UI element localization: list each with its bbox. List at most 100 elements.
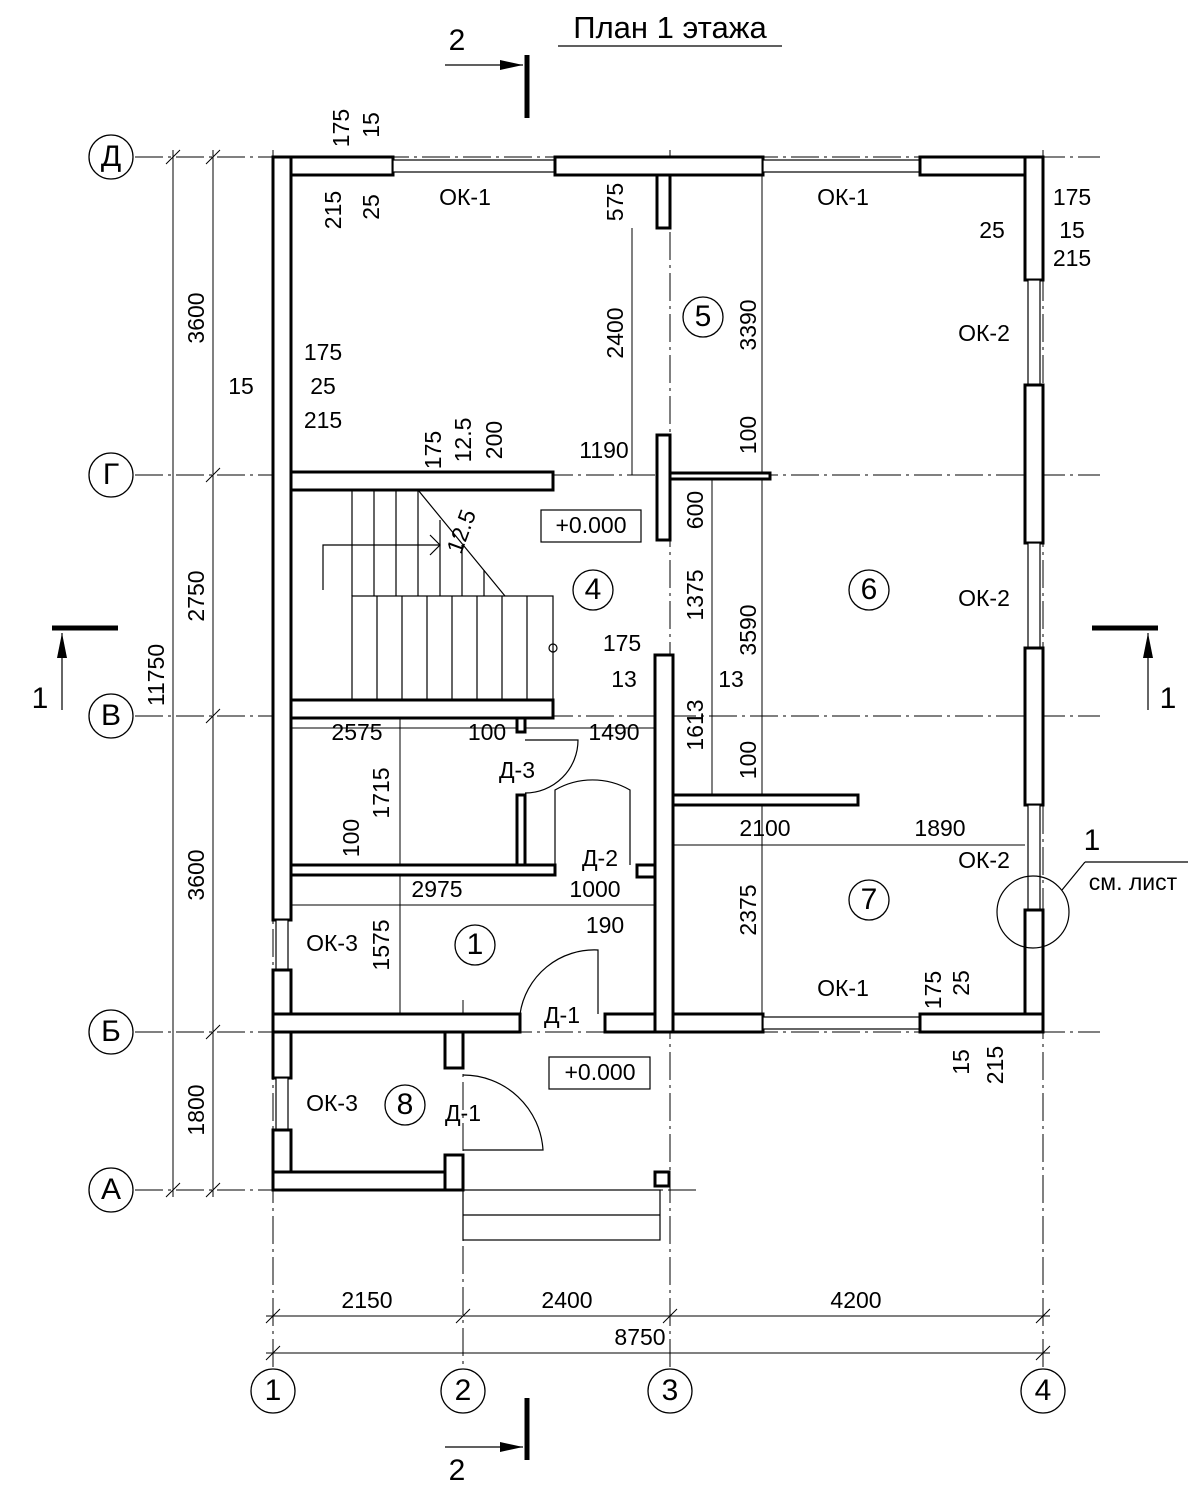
label-text: ОК-2 [958, 320, 1010, 346]
label-text: 2400 [602, 307, 628, 358]
label-text: 1715 [368, 767, 394, 818]
label-text: 1 [1084, 824, 1101, 857]
label-text: Г [103, 458, 119, 491]
label-text: 25 [948, 970, 974, 996]
plan-title: План 1 этажа [573, 10, 767, 45]
label-text: 3390 [735, 299, 761, 350]
label-text: 215 [320, 191, 346, 229]
label-text: 13 [611, 666, 637, 692]
label-text: 100 [735, 741, 761, 779]
label-text: 15 [228, 373, 254, 399]
label-text: 175 [603, 630, 641, 656]
room-numbers: 1 4 5 6 7 8 [384, 296, 890, 1126]
label-text: 25 [310, 373, 336, 399]
label-text: 2375 [735, 884, 761, 935]
label-text: 215 [1053, 245, 1091, 271]
label-text: +0.000 [556, 512, 627, 538]
label-text: 25 [979, 217, 1005, 243]
label-text: 175 [920, 971, 946, 1009]
label-text: 100 [735, 416, 761, 454]
label-text: Д-2 [582, 845, 618, 871]
label-text: +0.000 [565, 1059, 636, 1085]
label-text: Д-1 [544, 1002, 580, 1028]
label-text: А [101, 1173, 121, 1206]
label-text: 13 [718, 666, 744, 692]
label-text: 175 [420, 431, 446, 469]
label-text: 1375 [682, 569, 708, 620]
label-text: 1800 [183, 1084, 209, 1135]
label-text: Д-1 [445, 1100, 481, 1126]
label-text: 2 [449, 24, 466, 57]
label-text: 8 [397, 1088, 414, 1121]
dimension-texts: 175 15 215 25 575 2400 3390 175 25 15 21… [143, 109, 1091, 1350]
label-text: 12.5 [441, 506, 481, 557]
label-text: 3600 [183, 849, 209, 900]
label-text: ОК-1 [439, 184, 491, 210]
axis-letter-bubbles: Д Г В Б А [88, 134, 134, 1213]
label-text: 8750 [614, 1324, 665, 1350]
label-text: 1 [1160, 682, 1177, 715]
label-text: 575 [602, 183, 628, 221]
label-text: 4 [1035, 1374, 1052, 1407]
entry-steps [462, 1189, 661, 1241]
section-mark-1-left: 1 [32, 625, 118, 715]
label-text: 3600 [183, 292, 209, 343]
label-text: 3 [662, 1374, 679, 1407]
label-text: 1613 [682, 699, 708, 750]
label-text: 1000 [569, 876, 620, 902]
label-text: В [101, 699, 121, 732]
label-text: 1 [265, 1374, 282, 1407]
label-text: 600 [682, 491, 708, 529]
label-text: 2150 [341, 1287, 392, 1313]
label-text: 4 [585, 573, 602, 606]
label-text: ОК-2 [958, 847, 1010, 873]
label-text: 2975 [411, 876, 462, 902]
label-text: 11750 [143, 644, 169, 706]
label-text: ОК-2 [958, 585, 1010, 611]
interior-walls [289, 173, 860, 1034]
label-text: Д-3 [499, 757, 535, 783]
label-text: 1 [467, 928, 484, 961]
label-text: 200 [481, 421, 507, 459]
label-text: 2575 [331, 719, 382, 745]
level-marks: +0.000 +0.000 [540, 509, 651, 1090]
label-text: 2400 [541, 1287, 592, 1313]
label-text: 2750 [183, 570, 209, 621]
label-text: 175 [1053, 184, 1091, 210]
label-text: 1490 [588, 719, 639, 745]
label-text: Д [101, 140, 121, 173]
dimension-lines [165, 149, 1051, 1361]
label-text: см. лист [1089, 869, 1178, 895]
section-mark-2-bottom: 2 [445, 1398, 530, 1487]
label-text: ОК-3 [306, 930, 358, 956]
opening-labels: ОК-1 ОК-1 ОК-2 ОК-2 ОК-2 ОК-3 ОК-3 ОК-1 … [306, 184, 1010, 1126]
label-text: ОК-1 [817, 975, 869, 1001]
label-text: 1890 [914, 815, 965, 841]
label-text: 100 [338, 819, 364, 857]
label-text: 2 [455, 1374, 472, 1407]
label-text: 100 [468, 719, 506, 745]
section-mark-1-right: 1 [1092, 625, 1177, 715]
label-text: 12.5 [450, 418, 476, 463]
label-text: ОК-3 [306, 1090, 358, 1116]
label-text: 5 [695, 300, 712, 333]
detail-callout: 1 см. лист [996, 824, 1188, 949]
axis-number-bubbles: 1 2 3 4 [250, 1368, 1066, 1414]
label-text: 1575 [368, 919, 394, 970]
label-text: 15 [1059, 217, 1085, 243]
label-text: 190 [586, 912, 624, 938]
label-text: 175 [328, 109, 354, 147]
label-text: 4200 [830, 1287, 881, 1313]
staircase [322, 489, 558, 701]
label-text: 15 [948, 1049, 974, 1075]
label-text: 1 [32, 682, 49, 715]
label-text: 7 [861, 883, 878, 916]
section-mark-2-top: 2 [445, 24, 530, 118]
label-text: Б [101, 1015, 121, 1048]
label-text: 2100 [739, 815, 790, 841]
label-text: 3590 [735, 604, 761, 655]
label-text: 6 [861, 573, 878, 606]
label-text: 215 [982, 1046, 1008, 1084]
label-text: ОК-1 [817, 184, 869, 210]
